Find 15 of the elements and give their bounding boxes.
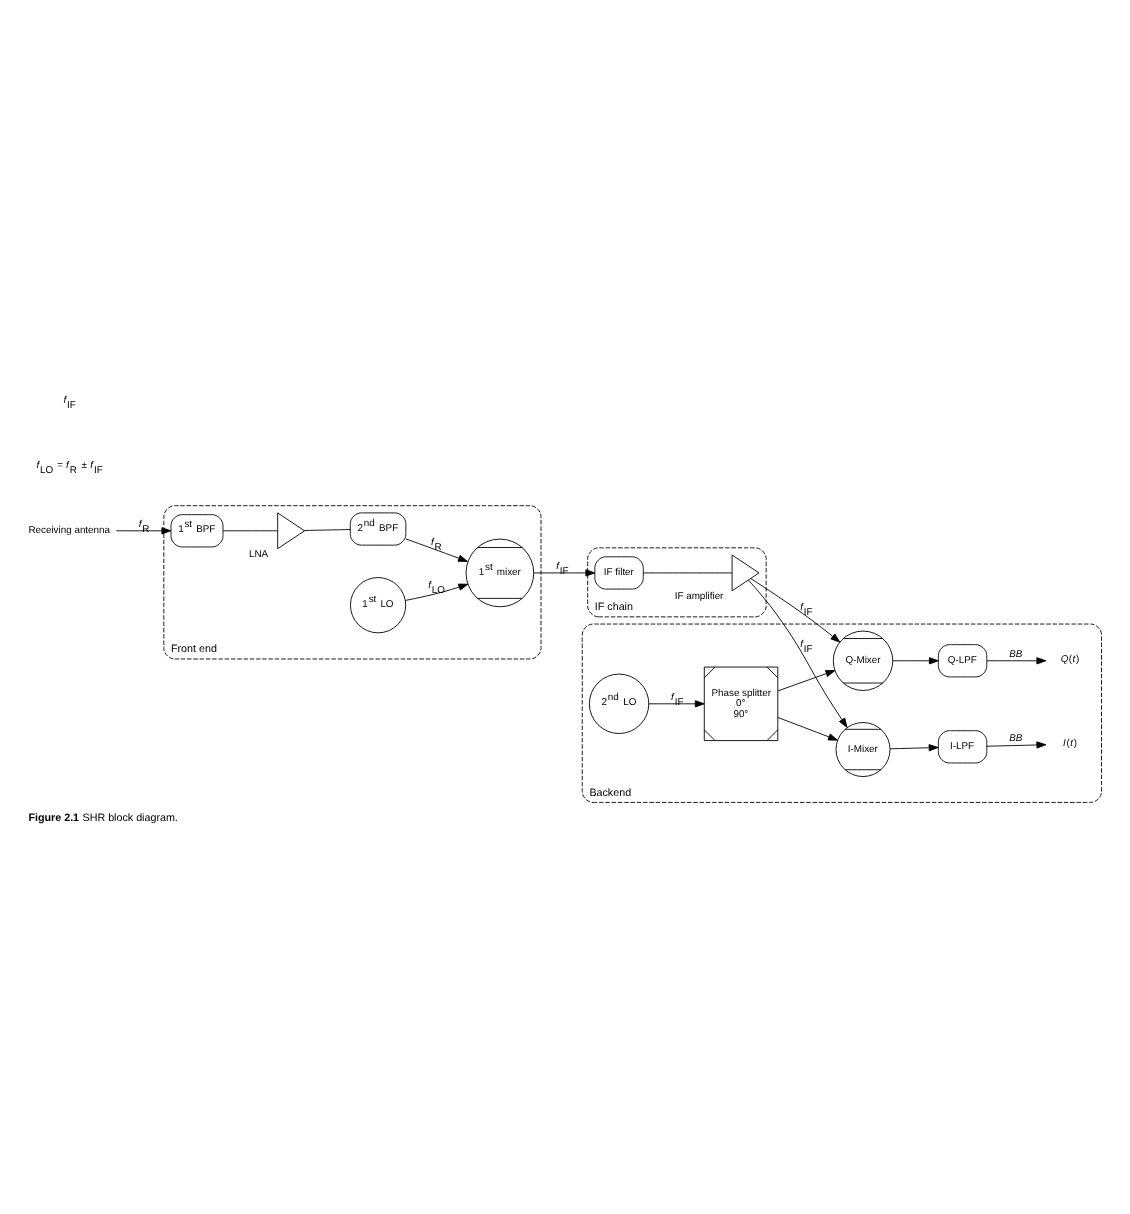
arrow: [986, 741, 1047, 749]
arrow: [777, 670, 836, 692]
arrow: [404, 583, 469, 601]
arrow: [892, 657, 939, 665]
connector: [642, 572, 733, 574]
arrow: [115, 527, 172, 535]
arrow: [777, 717, 838, 741]
connector: [303, 529, 351, 531]
arrow: [889, 744, 939, 752]
connector: [222, 530, 278, 532]
arrow: [748, 579, 848, 728]
arrow: [405, 538, 468, 562]
arrow: [750, 578, 841, 643]
arrow: [986, 657, 1047, 665]
arrow: [648, 700, 705, 708]
